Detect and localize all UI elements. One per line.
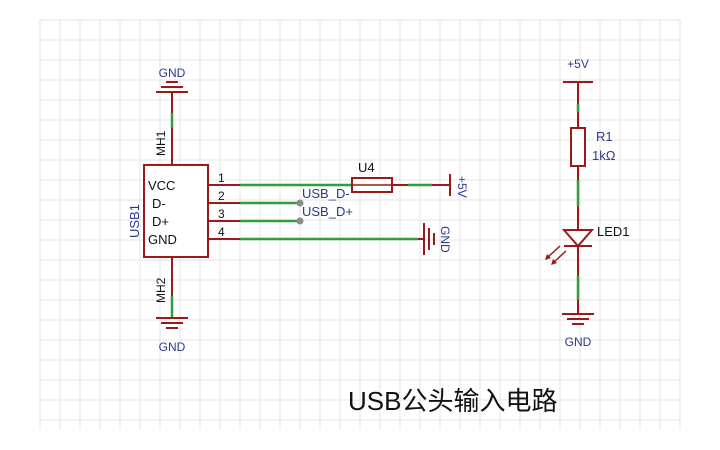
junction-d-minus: [296, 199, 304, 207]
usb-pin3-number: 3: [218, 207, 225, 221]
usb-pin3-name: D+: [152, 214, 169, 229]
power-label-5v-led: +5V: [567, 57, 589, 71]
usb-pin1-number: 1: [218, 171, 225, 185]
power-symbol-5v-fuse: +5V: [449, 174, 469, 198]
usb-designator: USB1: [127, 204, 142, 238]
usb-pin2-number: 2: [218, 189, 225, 203]
usb-body: [143, 164, 209, 258]
led-designator: LED1: [597, 224, 630, 239]
gnd-label-right: GND: [438, 226, 452, 253]
net-label-usb-dm: USB_D-: [302, 186, 350, 201]
r1-body: [570, 127, 586, 167]
usb-pin1-name: VCC: [148, 178, 175, 193]
usb-pin4-number: 4: [218, 225, 225, 239]
gnd-label-top: GND: [159, 66, 186, 80]
net-label-usb-dp: USB_D+: [302, 204, 353, 219]
mh2-label: MH2: [154, 277, 168, 303]
power-label-5v-fuse: +5V: [455, 176, 469, 198]
usb-pin2-name: D-: [152, 196, 166, 211]
led-triangle: [561, 229, 595, 248]
gnd-symbol-right: GND: [418, 223, 452, 255]
fuse-u4[interactable]: U4: [351, 160, 450, 193]
gnd-symbol-led: GND: [562, 313, 594, 349]
usb-pin4-name: GND: [148, 232, 177, 247]
gnd-label-led: GND: [565, 335, 592, 349]
fuse-designator: U4: [358, 160, 375, 175]
junction-d-plus: [296, 217, 304, 225]
gnd-label-bottom: GND: [159, 340, 186, 354]
background-grid: [39, 19, 681, 430]
diagram-title: USB公头输入电路: [348, 386, 557, 416]
usb-connector[interactable]: VCC D- D+ GND 1 2 3 4 USB1 MH1 MH2: [127, 92, 240, 318]
r1-designator: R1: [596, 129, 613, 144]
gnd-symbol-bottom: GND: [156, 317, 188, 354]
led-emission-arrows: [545, 245, 567, 265]
led-branch[interactable]: +5V R1 1kΩ LED1: [545, 57, 630, 314]
r1-value: 1kΩ: [592, 148, 616, 163]
gnd-symbol-top: GND: [156, 66, 188, 93]
usb-wires: USB_D- USB_D+: [240, 183, 418, 241]
mh1-label: MH1: [154, 130, 168, 156]
